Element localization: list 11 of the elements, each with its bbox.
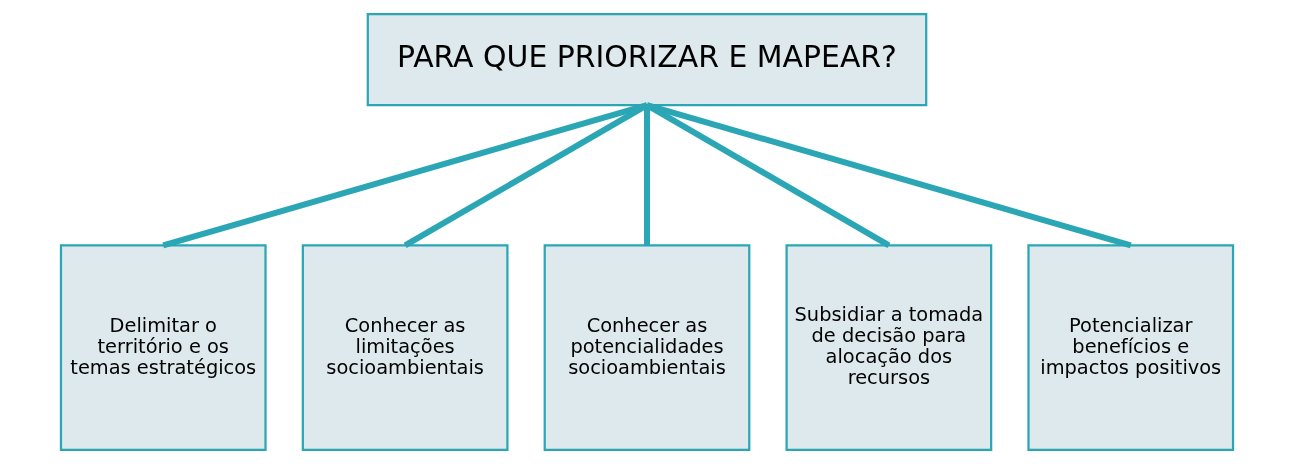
connector — [161, 102, 648, 249]
node-box: Conhecer as potencialidades socioambientais — [543, 244, 750, 452]
node-box: Subsidiar a tomada de decisão para alocação dos recursos — [785, 244, 992, 452]
connector — [645, 102, 1132, 249]
node-box: Delimitar o território e os temas estratégicos — [59, 244, 267, 452]
node-box: PARA QUE PRIORIZAR E MAPEAR? — [366, 12, 927, 107]
connector — [645, 102, 890, 249]
node-box: Potencializar benefícios e impactos positivos — [1026, 244, 1234, 452]
node-box: Conhecer as limitações socioambientais — [301, 244, 508, 452]
connector — [643, 105, 650, 246]
connector — [403, 102, 648, 249]
